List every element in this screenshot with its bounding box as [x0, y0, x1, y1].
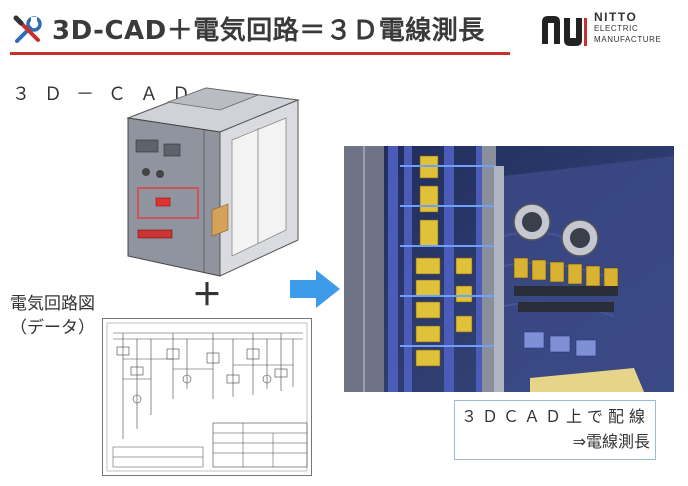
cabinet-3d-image [126, 87, 300, 277]
logo-line-3: MANUFACTURE [594, 35, 662, 44]
arrow-right-icon [290, 270, 340, 308]
logo-wordmark: NITTO ELECTRIC MANUFACTURE [594, 10, 662, 45]
cad-label: ３Ｄ－ＣＡＤ [12, 84, 204, 105]
nitto-logo-icon [542, 16, 587, 46]
electrical-diagram-label-line-2: （データ） [10, 318, 95, 338]
result-caption-box [454, 400, 656, 460]
logo-line-1: NITTO [594, 10, 638, 24]
electrical-diagram-label-line-1: 電気回路図 [10, 294, 95, 314]
electrical-diagram-label: 電気回路図 （データ） [10, 292, 95, 340]
tools-icon [13, 15, 42, 43]
result-caption-line-1: ３ＤＣＡＤ上で配線 [460, 407, 650, 426]
logo-line-2: ELECTRIC [594, 24, 639, 33]
3d-wiring-render-image [344, 146, 674, 392]
result-caption: ３ＤＣＡＤ上で配線 ⇒電線測長 [454, 404, 650, 454]
title-underline [10, 52, 510, 55]
circuit-schematic-image [102, 318, 312, 476]
plus-sign: ＋ [192, 278, 222, 313]
page-title: 3D-CAD＋電気回路＝３Ｄ電線測長 [52, 16, 485, 46]
result-caption-line-2: ⇒電線測長 [572, 432, 650, 451]
